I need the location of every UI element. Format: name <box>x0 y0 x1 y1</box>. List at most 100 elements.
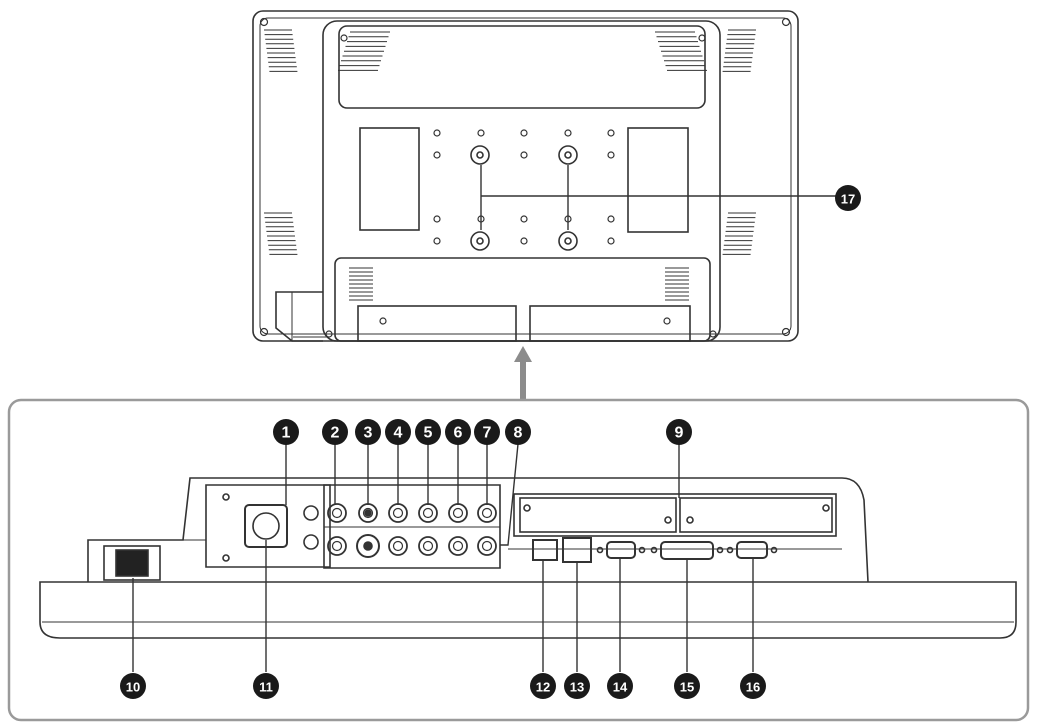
left-label-plate <box>359 127 420 231</box>
bnc-connector-core <box>452 507 464 519</box>
mounting-hole <box>433 237 441 245</box>
mounting-hole <box>607 237 615 245</box>
vesa-mount-hole <box>558 145 578 165</box>
bnc-connector-core <box>331 540 343 552</box>
option-slot-screw <box>664 516 672 524</box>
callout-7: 7 <box>474 419 500 445</box>
vesa-mount-hole <box>470 231 490 251</box>
port-screw <box>638 546 646 554</box>
bnc-connector <box>388 536 408 556</box>
callout-6-label: 6 <box>454 425 463 442</box>
bnc-connector-core <box>392 507 404 519</box>
dvi-port <box>660 541 714 560</box>
slot-cover-screw <box>663 317 671 325</box>
svideo-connector <box>356 534 380 558</box>
mounting-hole <box>520 237 528 245</box>
power-switch-bezel <box>103 545 161 581</box>
bnc-connector-core <box>331 507 343 519</box>
detail-view-frame <box>7 398 1030 722</box>
vesa-mount-hole <box>470 145 490 165</box>
callout-17-label: 17 <box>841 192 855 207</box>
bnc-connector-core <box>422 540 434 552</box>
panel-screw <box>709 330 717 338</box>
callout-5: 5 <box>415 419 441 445</box>
mounting-hole <box>607 215 615 223</box>
bnc-connector <box>448 503 468 523</box>
callout-10-label: 10 <box>126 680 140 695</box>
panel-screw <box>222 554 230 562</box>
option-slot-housing <box>513 493 837 537</box>
vesa-mount-hole <box>558 231 578 251</box>
top-vent-panel <box>338 25 706 109</box>
mounting-hole <box>433 215 441 223</box>
bnc-connector-pin <box>364 509 372 517</box>
parallel-remote-port <box>606 541 636 559</box>
option-slot-2 <box>679 497 833 533</box>
mounting-hole <box>433 151 441 159</box>
vesa-mount-hole-center <box>476 237 484 245</box>
port-screw <box>716 546 724 554</box>
corner-screw <box>259 17 269 27</box>
callout-10: 10 <box>120 673 146 699</box>
ground-terminal <box>303 534 319 550</box>
right-label-plate <box>627 127 689 233</box>
slot-cover-screw <box>379 317 387 325</box>
monitor-rear-view <box>252 10 799 342</box>
callout-15: 15 <box>674 673 700 699</box>
callout-8-label: 8 <box>514 425 523 442</box>
option-slot-screw <box>822 504 830 512</box>
callout-1: 1 <box>273 419 299 445</box>
callout-7-label: 7 <box>483 425 492 442</box>
bnc-connector <box>388 503 408 523</box>
monitor-bottom-outline <box>39 581 1017 639</box>
callout-3: 3 <box>355 419 381 445</box>
mounting-hole <box>520 151 528 159</box>
bnc-connector-core <box>481 540 493 552</box>
callout-3-label: 3 <box>364 425 373 442</box>
view-direction-arrow <box>514 346 532 400</box>
corner-screw <box>781 17 791 27</box>
vesa-mount-hole-center <box>564 151 572 159</box>
vent-slots <box>264 29 756 301</box>
bnc-connector-core <box>362 507 374 519</box>
power-switch <box>115 549 149 577</box>
bottom-right-slot-cover <box>529 305 691 342</box>
callout-6: 6 <box>445 419 471 445</box>
callout-12: 12 <box>530 673 556 699</box>
option-slot-1 <box>519 497 677 533</box>
bnc-connector <box>418 503 438 523</box>
callout-9-label: 9 <box>675 425 684 442</box>
port-screw <box>596 546 604 554</box>
lan-port-13 <box>562 537 592 563</box>
connector-panel-view <box>39 477 1017 639</box>
callout-1-label: 1 <box>282 425 291 442</box>
rs232c-port <box>736 541 768 559</box>
bottom-left-slot-cover <box>357 305 517 342</box>
panel-screw <box>698 34 706 42</box>
callout-16-label: 16 <box>746 680 760 695</box>
option-slot-screw <box>686 516 694 524</box>
panel-screw <box>222 493 230 501</box>
svideo-connector-core <box>363 541 373 551</box>
bnc-connectors <box>327 503 497 558</box>
mounting-hole <box>520 215 528 223</box>
callout-17: 17 <box>835 185 861 211</box>
callout-11: 11 <box>253 673 279 699</box>
callout-15-label: 15 <box>680 680 694 695</box>
lan-port-12 <box>532 539 558 561</box>
ground-terminal <box>303 505 319 521</box>
mounting-hole <box>520 129 528 137</box>
callout-4: 4 <box>385 419 411 445</box>
mounting-hole-grid <box>433 129 615 245</box>
mounting-hole <box>433 129 441 137</box>
bnc-io-block <box>323 484 501 569</box>
option-slot-screw <box>523 504 531 512</box>
bottom-connector-housing <box>334 257 711 342</box>
mounting-hole <box>564 129 572 137</box>
bnc-connector <box>327 536 347 556</box>
bnc-connector <box>418 536 438 556</box>
vesa-mount-hole-center <box>476 151 484 159</box>
ac-in-pins <box>252 512 280 540</box>
panel-screw <box>340 34 348 42</box>
